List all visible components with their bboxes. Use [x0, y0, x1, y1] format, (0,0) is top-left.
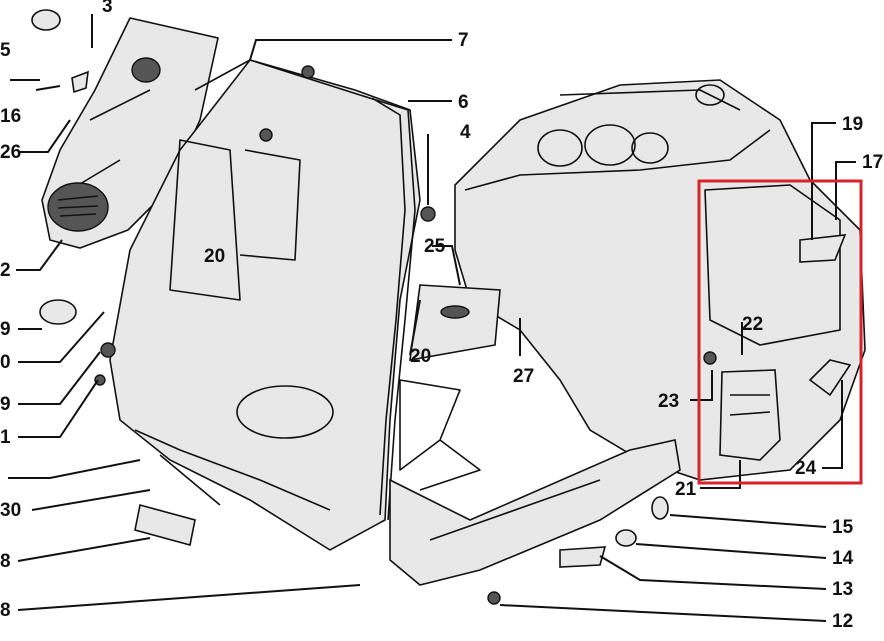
- leg-shield-cover-panel: [31, 9, 219, 325]
- callout-8b: 8: [0, 600, 11, 621]
- callout-13: 13: [832, 579, 853, 600]
- callout-8: 8: [0, 551, 11, 572]
- callout-4: 4: [460, 122, 471, 143]
- callout-22: 22: [742, 314, 763, 335]
- callout-27: 27: [513, 366, 534, 387]
- leader-lines: [8, 14, 856, 622]
- callout-17: 17: [862, 152, 883, 173]
- callout-15: 15: [832, 517, 854, 538]
- callout-25: 25: [424, 236, 446, 257]
- callout-21: 21: [675, 479, 697, 500]
- callout-23: 23: [658, 391, 679, 412]
- highlight-box: [697, 179, 863, 485]
- callout-26: 26: [0, 142, 21, 163]
- callout-7: 7: [458, 30, 469, 51]
- callout-20b: 20: [410, 346, 431, 367]
- callout-16: 16: [0, 106, 21, 127]
- front-body-shell: [109, 59, 421, 551]
- callout-1: 1: [0, 427, 11, 448]
- callout-9b: 9: [0, 394, 11, 415]
- callout-30: 30: [0, 500, 21, 521]
- callout-14: 14: [832, 548, 854, 569]
- small-detached-parts: [94, 65, 852, 605]
- callout-5: 5: [0, 40, 11, 61]
- callout-24: 24: [795, 458, 817, 479]
- callout-19: 19: [842, 114, 863, 135]
- callout-3: 3: [102, 0, 113, 17]
- callout-12: 12: [832, 611, 853, 632]
- center-trim-strip: [359, 94, 416, 521]
- callout-6: 6: [458, 92, 469, 113]
- callout-0: 0: [0, 352, 11, 373]
- callout-2: 2: [0, 260, 11, 281]
- floor-inner-parts: [389, 284, 681, 586]
- rear-body-shell: [454, 79, 866, 481]
- callout-9a: 9: [0, 319, 11, 340]
- callout-20a: 20: [204, 246, 225, 267]
